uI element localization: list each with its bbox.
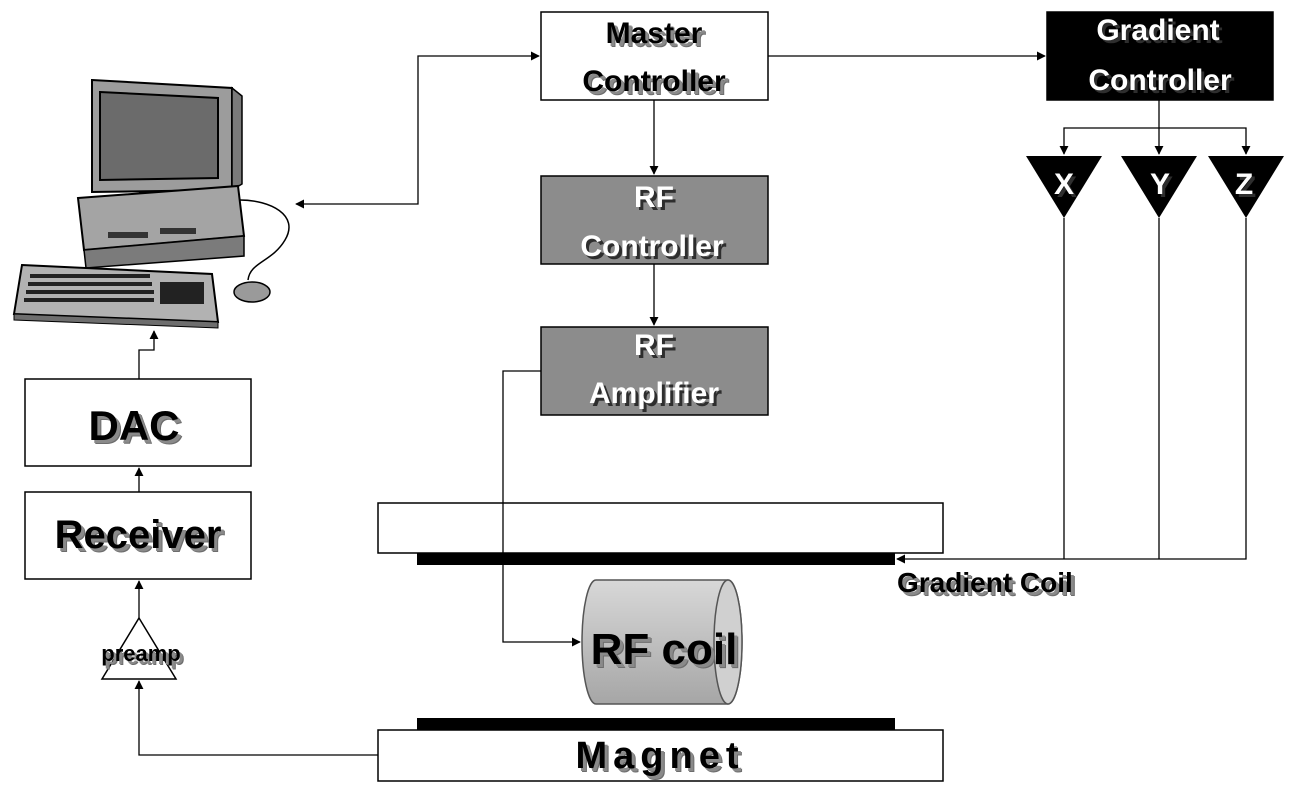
y-amplifier-triangle-icon (1121, 156, 1197, 218)
x-axis-label: X (1054, 168, 1074, 201)
gradient-controller-label-2: Controller (1088, 64, 1232, 97)
gradient-controller-label-1: Gradient (1096, 14, 1219, 47)
computer-master-link (295, 51, 540, 209)
gradient-controller-block: Gradient Controller (1046, 11, 1274, 101)
master-controller-label-2: Controller (582, 65, 726, 98)
dac-label: DAC (89, 402, 180, 449)
connectors (134, 51, 1251, 756)
master-controller-label-1: Master (606, 17, 703, 50)
receiver-block: Receiver (24, 491, 252, 580)
gradient-coil-label: Gradient Coil (897, 567, 1073, 598)
rf-coil-label: RF coil (591, 625, 738, 674)
amplifier-coil-link (502, 370, 581, 647)
y-axis-label: Y (1150, 168, 1170, 201)
master-controller-block: Master Controller (540, 11, 769, 101)
gradient-coil-bar (417, 553, 895, 565)
rf-amplifier-label-1: RF (634, 329, 674, 362)
z-axis-label: Z (1235, 168, 1253, 201)
z-output-line (896, 218, 1247, 564)
rf-controller-block: RF Controller (540, 175, 769, 265)
magnet-assembly: Magnet (377, 718, 944, 782)
rf-amplifier-label-2: Amplifier (589, 377, 719, 410)
magnet-preamp-link (134, 680, 378, 756)
preamp-amplifier: preamp (100, 616, 181, 680)
gradient-xz-link (1059, 127, 1251, 155)
receiver-label: Receiver (55, 513, 222, 557)
z-amplifier-triangle-icon (1208, 156, 1284, 218)
gradient-coil-assembly: Gradient Coil (377, 502, 1073, 598)
magnet-label: Magnet (576, 735, 745, 777)
dac-block: DAC (24, 378, 252, 467)
desktop-computer-icon (12, 78, 290, 329)
rf-coil: RF coil (581, 579, 743, 705)
preamp-triangle-icon (100, 616, 178, 680)
preamp-label: preamp (101, 641, 180, 666)
rf-controller-label-2: Controller (580, 230, 724, 263)
gradient-amplifiers: X Y Z (1026, 156, 1284, 218)
rf-amplifier-block: RF Amplifier (540, 326, 769, 416)
magnet-bar (417, 718, 895, 730)
rf-controller-label-1: RF (634, 181, 674, 214)
x-amplifier-triangle-icon (1026, 156, 1102, 218)
dac-computer-link (138, 330, 159, 379)
